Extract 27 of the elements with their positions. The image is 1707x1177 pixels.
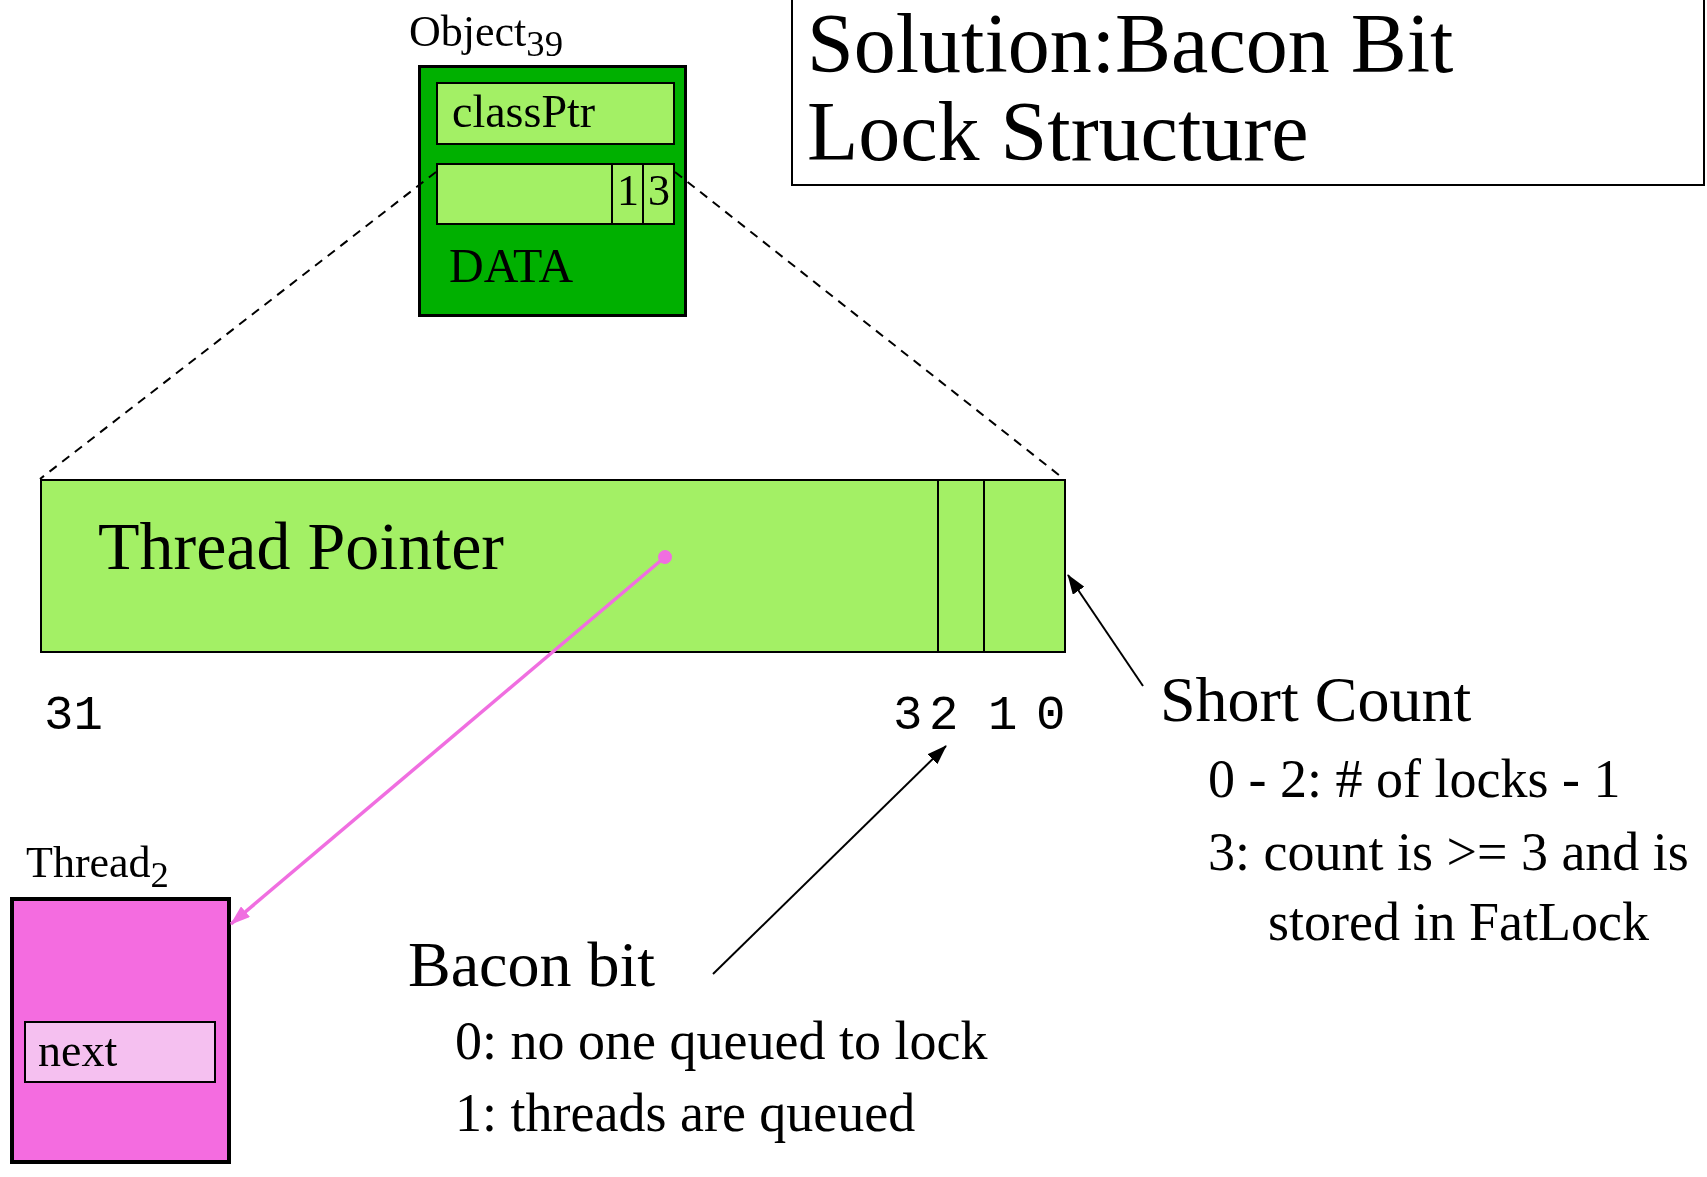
arrow (712, 745, 947, 975)
annotation-text: 0 - 2: # of locks - 1 (1208, 750, 1621, 810)
lock-word-bar (40, 479, 1064, 653)
annotation-text: 0: no one queued to lock (455, 1012, 988, 1072)
lock-word-box (436, 163, 675, 225)
annotation-text: 3: count is >= 3 and is stored in FatLock (1208, 821, 1690, 954)
annotation-heading: Short Count (1160, 665, 1472, 736)
bit-number: 0 (1036, 690, 1066, 744)
annotation-text: 1: threads are queued (455, 1084, 916, 1144)
field-label: next (38, 1026, 118, 1077)
bit-number: 31 (44, 690, 103, 744)
box-heading: Thread$_{2}$ (26, 839, 169, 896)
arrow (1067, 574, 1144, 687)
field-box (436, 82, 675, 145)
field-label: Thread Pointer (98, 509, 504, 584)
bit-number: 1 (988, 690, 1018, 744)
arrow (229, 550, 672, 926)
box-label: DATA (449, 240, 574, 293)
field-label: classPtr (452, 87, 596, 138)
bit-value: 3 (648, 167, 670, 216)
title: Solution:Bacon Bit Lock Structure (807, 0, 1455, 176)
field-box (24, 1021, 216, 1083)
bit-number: 2 (929, 690, 959, 744)
bit-number: 3 (893, 690, 923, 744)
bit-value: 1 (617, 167, 639, 216)
box-heading: Object$_{39}$ (409, 8, 563, 65)
annotation-heading: Bacon bit (408, 930, 656, 1001)
